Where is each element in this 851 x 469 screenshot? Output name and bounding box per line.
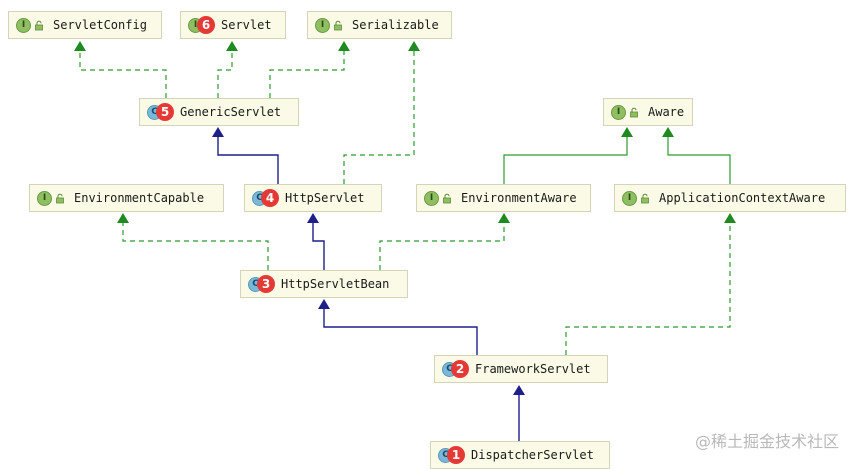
edge-frameworkservlet-httpservletbean	[318, 299, 478, 355]
edge-dispatcherservlet-frameworkservlet	[513, 385, 525, 441]
node-label: GenericServlet	[180, 105, 282, 119]
edge-httpservletbean-environmentaware	[379, 213, 510, 270]
edge-environmentaware-aware	[503, 127, 633, 184]
node-label: HttpServletBean	[281, 277, 390, 291]
node-aware[interactable]: I Aware	[603, 98, 693, 126]
node-label: ApplicationContextAware	[659, 191, 826, 205]
step-marker-icon: 5	[156, 103, 174, 121]
node-label: EnvironmentAware	[461, 191, 577, 205]
node-httpservletbean[interactable]: C 3 HttpServletBean	[240, 270, 408, 298]
node-servletconfig[interactable]: I ServletConfig	[8, 11, 162, 39]
edge-httpservlet-genericservlet	[212, 127, 279, 184]
interface-icon: I	[611, 104, 626, 120]
edge-httpservletbean-httpservlet	[307, 213, 325, 270]
node-label: Servlet	[221, 18, 272, 32]
interface-icon: I	[37, 190, 52, 206]
node-frameworkservlet[interactable]: C 2 FrameworkServlet	[434, 355, 608, 383]
lock-icon	[443, 193, 451, 203]
node-label: DispatcherServlet	[471, 448, 594, 462]
lock-icon	[35, 20, 43, 30]
lock-icon	[56, 193, 64, 203]
edge-genericservlet-servlet	[217, 41, 238, 98]
node-genericservlet[interactable]: C 5 GenericServlet	[139, 98, 299, 126]
step-marker-icon: 6	[197, 16, 215, 34]
node-serializable[interactable]: I Serializable	[307, 11, 452, 39]
node-environmentcapable[interactable]: I EnvironmentCapable	[29, 184, 224, 212]
node-label: EnvironmentCapable	[74, 191, 205, 205]
node-label: ServletConfig	[53, 18, 147, 32]
node-httpservlet[interactable]: C 4 HttpServlet	[244, 184, 382, 212]
lock-icon	[641, 193, 649, 203]
step-marker-icon: 3	[257, 275, 275, 293]
node-applicationcontextaware[interactable]: I ApplicationContextAware	[614, 184, 846, 212]
interface-icon: I	[622, 190, 637, 206]
node-dispatcherservlet[interactable]: C 1 DispatcherServlet	[430, 441, 610, 469]
edge-genericservlet-serializable	[269, 41, 350, 98]
edge-applicationcontextaware-aware	[662, 127, 731, 184]
edge-frameworkservlet-applicationcontextaware	[565, 213, 736, 355]
node-label: HttpServlet	[285, 191, 365, 205]
node-label: Serializable	[352, 18, 439, 32]
edge-httpservletbean-environmentcapable	[117, 213, 269, 270]
interface-icon: I	[315, 17, 330, 33]
step-marker-icon: 1	[447, 446, 465, 464]
lock-icon	[334, 20, 342, 30]
lock-icon	[630, 107, 638, 117]
edge-httpservlet-serializable	[343, 41, 420, 184]
step-marker-icon: 2	[451, 360, 469, 378]
edge-genericservlet-servletconfig	[74, 41, 167, 98]
watermark: @稀土掘金技术社区	[694, 432, 839, 451]
node-label: FrameworkServlet	[475, 362, 591, 376]
node-environmentaware[interactable]: I EnvironmentAware	[416, 184, 591, 212]
step-marker-icon: 4	[261, 189, 279, 207]
node-label: Aware	[648, 105, 685, 119]
interface-icon: I	[424, 190, 439, 206]
interface-icon: I	[16, 17, 31, 33]
node-servlet[interactable]: I 6 Servlet	[180, 11, 286, 39]
